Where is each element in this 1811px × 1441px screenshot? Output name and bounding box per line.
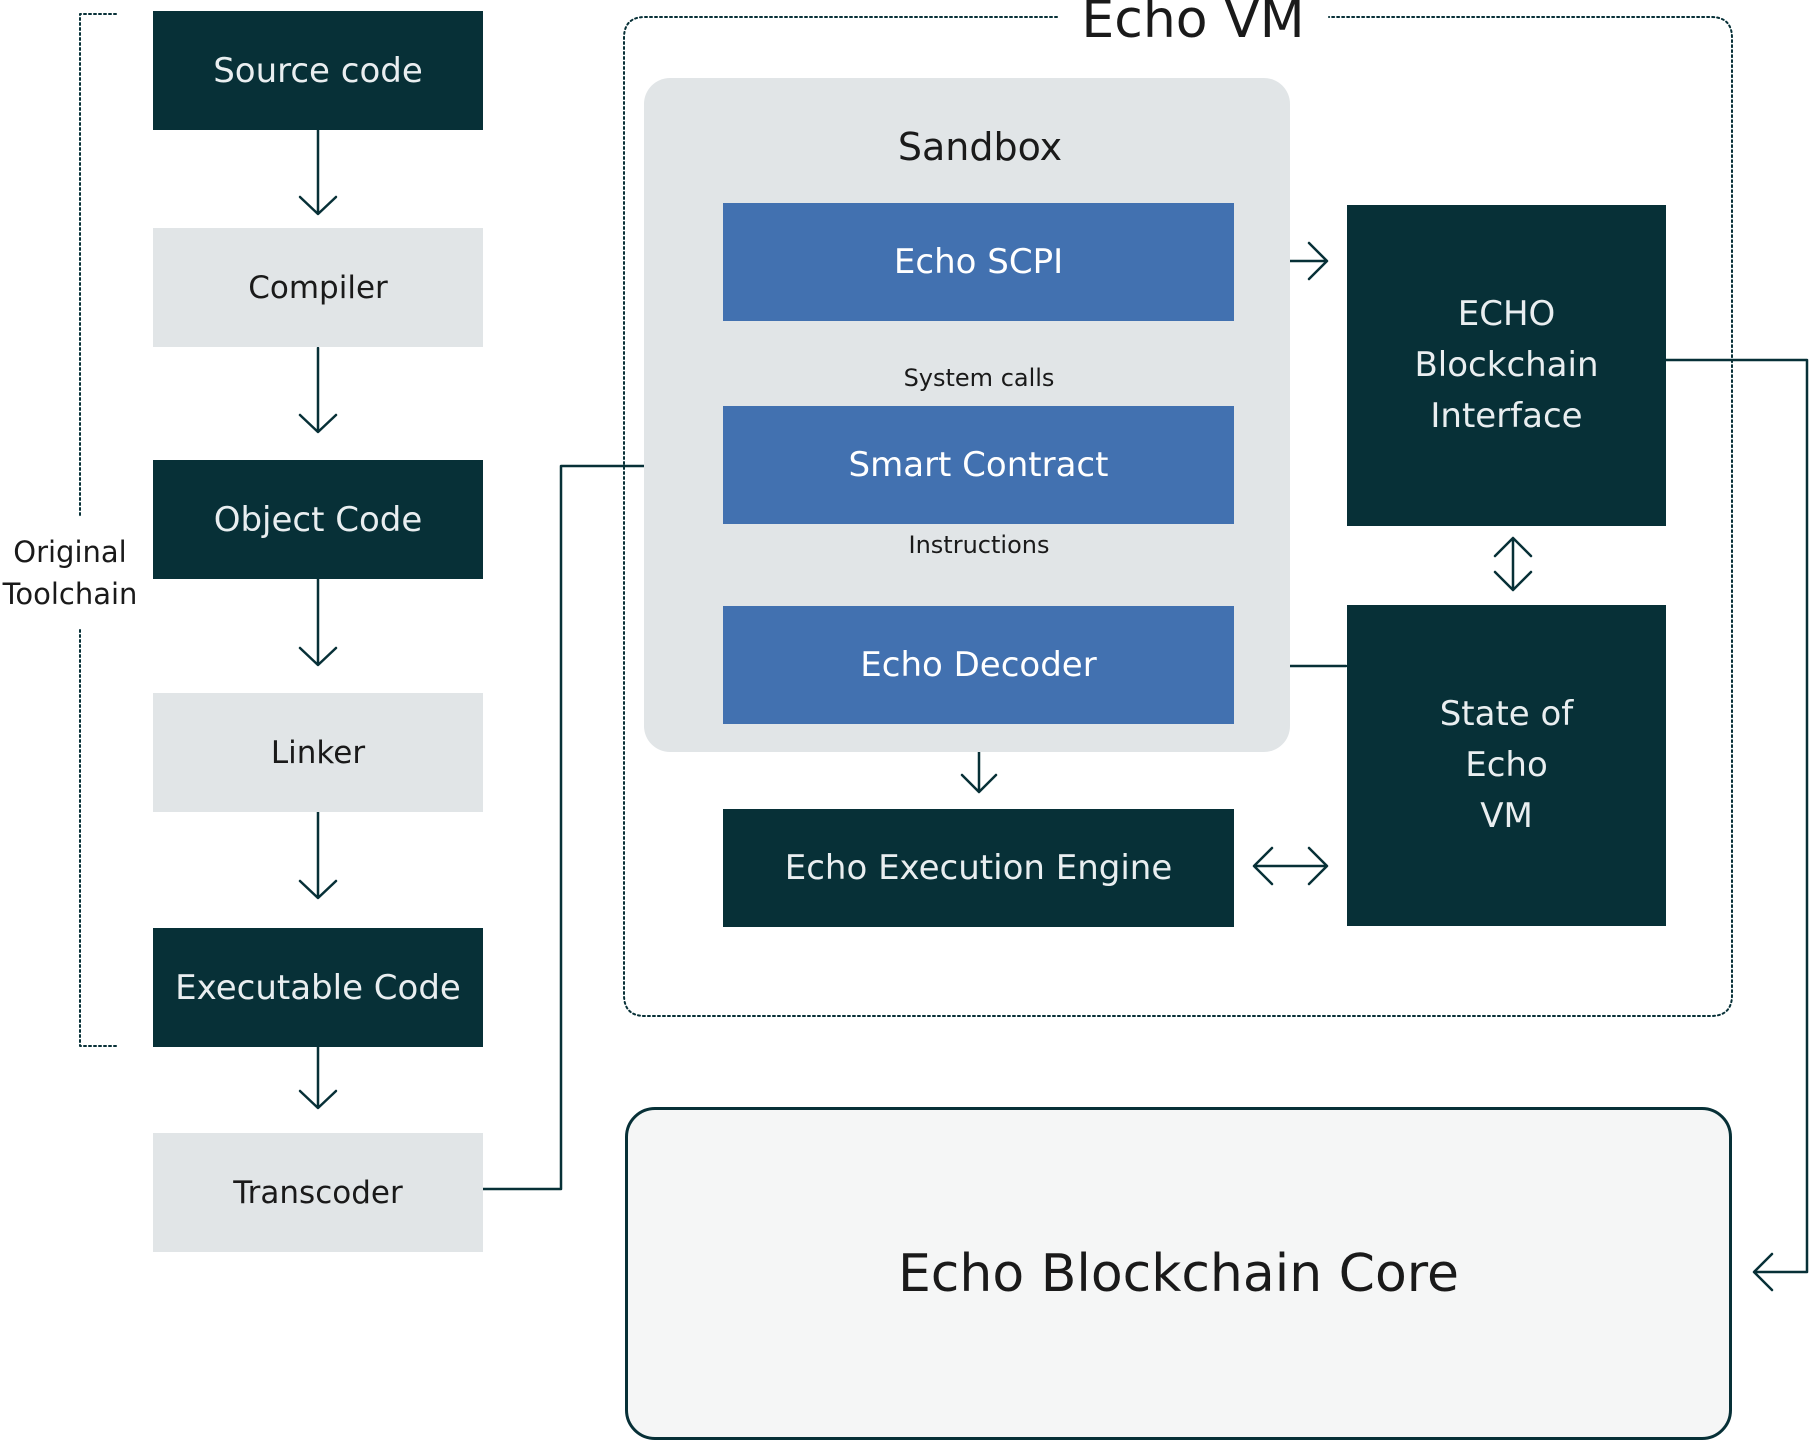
linker-box: Linker [153,693,483,812]
echo-decoder-box: Echo Decoder [723,606,1234,724]
interface-to-core-arrow [1664,358,1809,1292]
echo-scpi-box: Echo SCPI [723,203,1234,321]
engine-state-arrow [1252,846,1329,886]
echo-vm-frame [623,16,1733,1017]
source-code-box: Source code [153,11,483,130]
system-calls-label: System calls [903,364,1055,392]
interface-state-arrow [1493,536,1533,592]
object-code-box: Object Code [153,460,483,579]
echo-vm-title: Echo VM [1062,0,1324,52]
blockchain-interface-box: ECHO Blockchain Interface [1347,205,1666,526]
execution-engine-box: Echo Execution Engine [723,809,1234,927]
toolchain-arrows [298,128,338,1110]
toolchain-label: Original Toolchain [2,535,138,611]
compiler-box: Compiler [153,228,483,347]
toolchain-bracket [79,13,117,1047]
state-of-echo-vm-box: State of Echo VM [1347,605,1666,926]
blockchain-core-box: Echo Blockchain Core [625,1107,1732,1440]
smart-contract-box: Smart Contract [723,406,1234,524]
executable-code-box: Executable Code [153,928,483,1047]
transcoder-box: Transcoder [153,1133,483,1252]
instructions-label: Instructions [908,531,1050,559]
sandbox-title: Sandbox [897,125,1063,169]
